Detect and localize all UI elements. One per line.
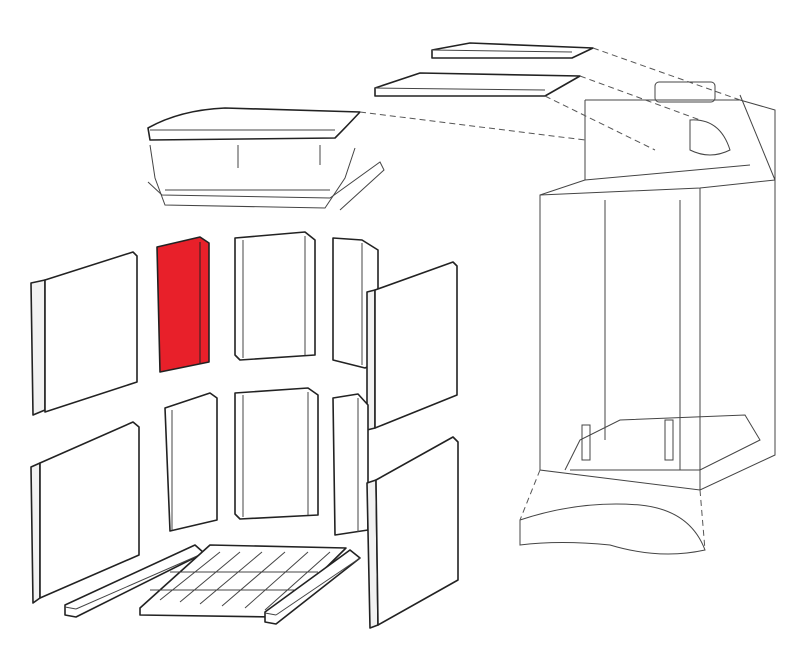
floor-brick-left[interactable] xyxy=(64,544,205,618)
baffle-bracket[interactable] xyxy=(147,144,385,211)
baffle-plate[interactable] xyxy=(147,107,361,141)
firebrick-rear-center-lower[interactable] xyxy=(234,387,319,520)
firebrick-rear-center-upper[interactable] xyxy=(234,231,316,361)
firebrick-right-lower[interactable] xyxy=(366,436,459,629)
grate[interactable] xyxy=(139,544,347,618)
floor-brick-right[interactable] xyxy=(264,549,361,625)
firebrick-right-upper[interactable] xyxy=(366,261,458,431)
firebrick-left-upper[interactable] xyxy=(30,251,138,416)
stove-body[interactable] xyxy=(359,47,776,555)
firebrick-rear-left-upper-highlighted[interactable] xyxy=(156,236,210,373)
firebrick-rear-right-lower[interactable] xyxy=(332,393,369,536)
firebrick-left-lower[interactable] xyxy=(30,421,140,604)
top-plate-lower[interactable] xyxy=(374,72,581,97)
top-plate-upper[interactable] xyxy=(431,42,594,59)
firebrick-rear-left-lower[interactable] xyxy=(164,392,218,532)
